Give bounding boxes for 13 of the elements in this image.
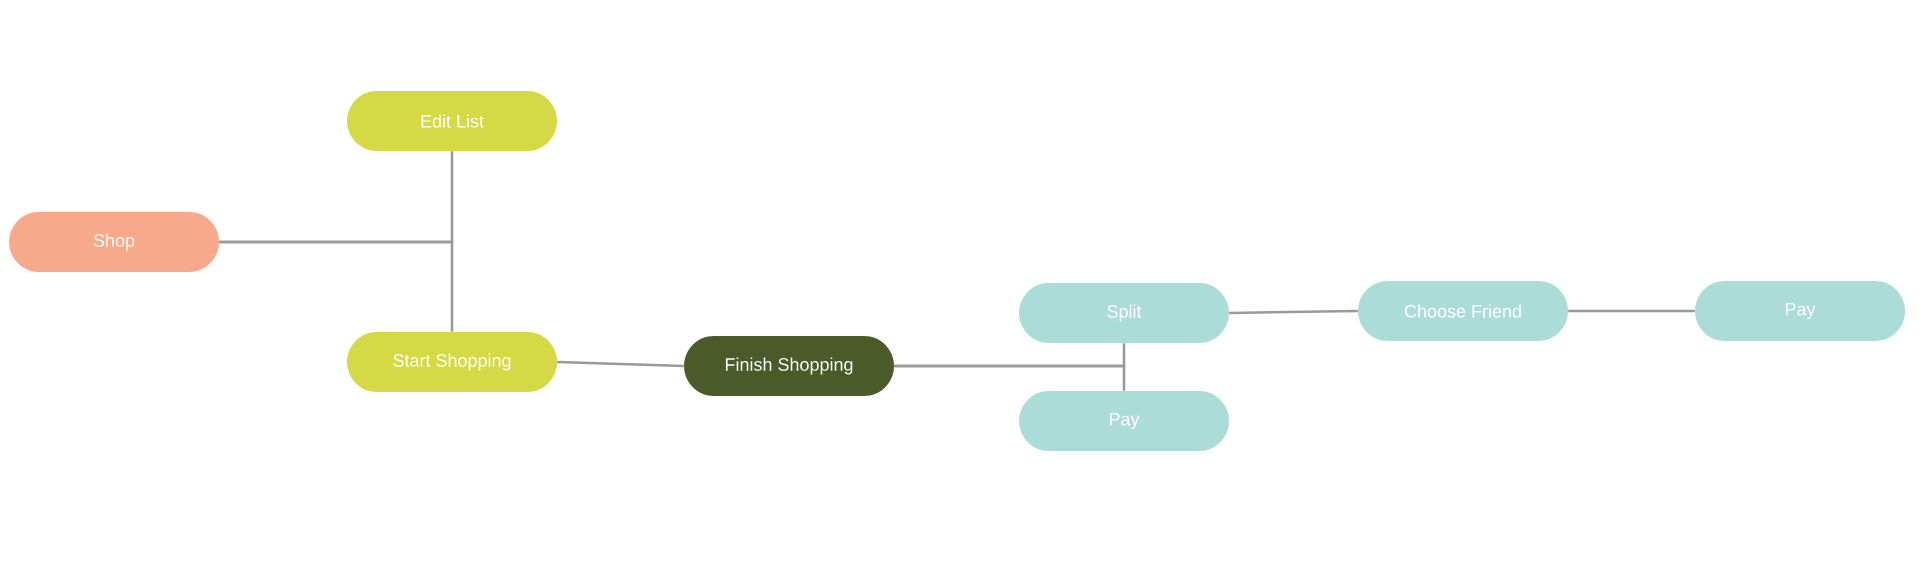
step-pill: Edit List	[347, 91, 557, 151]
step-pill: Pay	[1695, 281, 1905, 341]
step-pill: Start Shopping	[347, 332, 557, 392]
step-pill: Choose Friend	[1358, 281, 1568, 341]
connector-line	[557, 360, 684, 368]
step-pill: Shop	[9, 212, 219, 272]
step-pill: Finish Shopping	[684, 336, 894, 396]
step-pill: Pay	[1019, 391, 1229, 451]
connector-line	[1229, 309, 1358, 315]
step-pill: Split	[1019, 283, 1229, 343]
connector-line	[219, 240, 454, 332]
connector-line	[894, 364, 1126, 391]
connector-line	[1568, 309, 1695, 313]
